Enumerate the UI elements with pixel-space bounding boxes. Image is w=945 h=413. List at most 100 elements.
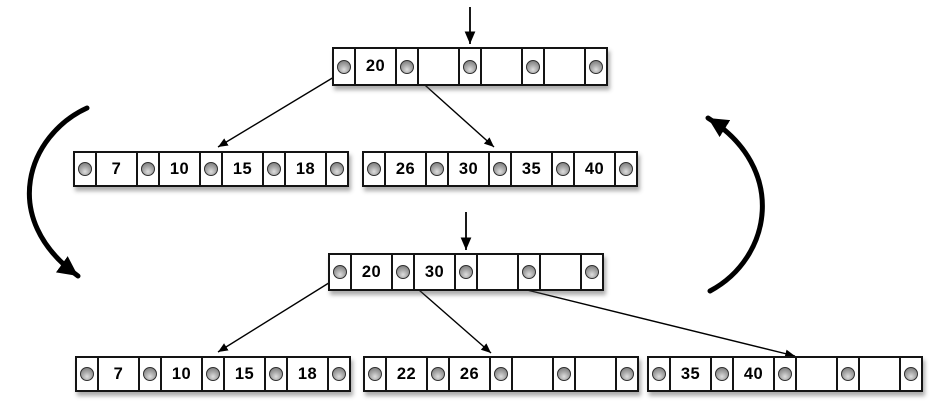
pointer-dot-icon xyxy=(367,162,381,176)
pointer-dot-icon xyxy=(904,367,918,381)
key-slot: 20 xyxy=(356,49,397,84)
pointer-dot-icon xyxy=(80,367,94,381)
key-slot xyxy=(545,49,586,84)
pointer-arrow-before-left xyxy=(217,70,345,148)
pointer-dot-icon xyxy=(430,162,444,176)
btree-node-before-leaf-left: 7 10 15 18 xyxy=(73,151,349,187)
key-slot: 40 xyxy=(734,358,775,390)
key-slot: 26 xyxy=(450,358,491,390)
pointer-dot-icon xyxy=(589,59,603,74)
pointer-slot xyxy=(203,358,225,390)
pointer-dot-icon xyxy=(585,265,599,279)
key-slot: 15 xyxy=(223,153,264,185)
key-slot: 18 xyxy=(288,358,329,390)
pointer-dot-icon xyxy=(396,265,410,279)
key-slot: 15 xyxy=(225,358,266,390)
pointer-slot xyxy=(266,358,288,390)
pointer-slot xyxy=(460,49,482,84)
key-slot xyxy=(797,358,838,390)
pointer-dot-icon xyxy=(368,367,382,381)
pointer-slot xyxy=(586,49,606,84)
pointer-slot xyxy=(427,153,449,185)
key-slot: 10 xyxy=(162,358,203,390)
pointer-dot-icon xyxy=(557,367,571,381)
btree-node-before-root: 20 xyxy=(332,47,608,86)
pointer-slot xyxy=(582,255,602,289)
pointer-dot-icon xyxy=(522,265,536,279)
key-slot xyxy=(478,255,519,289)
pointer-dot-icon xyxy=(619,162,633,176)
pointer-dot-icon xyxy=(267,162,281,176)
pointer-slot xyxy=(77,358,99,390)
btree-node-after-leaf-right: 35 40 xyxy=(647,356,923,392)
pointer-slot xyxy=(519,255,541,289)
pointer-slot xyxy=(264,153,286,185)
pointer-arrow-after-left xyxy=(217,275,341,353)
pointer-dot-icon xyxy=(494,367,508,381)
pointer-dot-icon xyxy=(141,162,155,176)
pointer-dot-icon xyxy=(463,59,477,74)
pointer-slot xyxy=(775,358,797,390)
pointer-slot xyxy=(138,153,160,185)
pointer-dot-icon xyxy=(841,367,855,381)
pointer-dot-icon xyxy=(431,367,445,381)
pointer-slot xyxy=(616,153,636,185)
pointer-dot-icon xyxy=(206,367,220,381)
key-slot: 22 xyxy=(387,358,428,390)
pointer-dot-icon xyxy=(337,59,351,74)
pointer-dot-icon xyxy=(332,367,346,381)
pointer-dot-icon xyxy=(526,59,540,74)
pointer-slot xyxy=(140,358,162,390)
pointer-dot-icon xyxy=(652,367,666,381)
pointer-dot-icon xyxy=(269,367,283,381)
pointer-slot xyxy=(327,153,347,185)
key-slot: 18 xyxy=(286,153,327,185)
key-slot xyxy=(860,358,901,390)
cycle-arrow-right xyxy=(705,115,765,294)
key-slot: 30 xyxy=(415,255,456,289)
pointer-slot xyxy=(617,358,637,390)
pointer-slot xyxy=(330,255,352,289)
key-slot xyxy=(513,358,554,390)
pointer-dot-icon xyxy=(715,367,729,381)
pointer-slot xyxy=(393,255,415,289)
pointer-slot xyxy=(334,49,356,84)
key-slot: 30 xyxy=(449,153,490,185)
key-slot: 7 xyxy=(99,358,140,390)
key-slot xyxy=(419,49,460,84)
pointer-slot xyxy=(490,153,512,185)
pointer-slot xyxy=(365,358,387,390)
pointer-slot xyxy=(901,358,921,390)
pointer-slot xyxy=(428,358,450,390)
pointer-dot-icon xyxy=(400,59,414,74)
pointer-dot-icon xyxy=(143,367,157,381)
key-slot xyxy=(576,358,617,390)
pointer-dot-icon xyxy=(459,265,473,279)
pointer-dot-icon xyxy=(204,162,218,176)
pointer-slot xyxy=(397,49,419,84)
pointer-slot xyxy=(523,49,545,84)
pointer-slot xyxy=(201,153,223,185)
pointer-dot-icon xyxy=(330,162,344,176)
pointer-slot xyxy=(838,358,860,390)
pointer-slot xyxy=(456,255,478,289)
key-slot: 35 xyxy=(671,358,712,390)
pointer-dot-icon xyxy=(78,162,92,176)
key-slot: 35 xyxy=(512,153,553,185)
pointer-slot xyxy=(491,358,513,390)
pointer-slot xyxy=(553,153,575,185)
key-slot: 7 xyxy=(97,153,138,185)
pointer-dot-icon xyxy=(620,367,634,381)
key-slot xyxy=(541,255,582,289)
btree-node-after-leaf-middle: 22 26 xyxy=(363,356,639,392)
key-slot: 10 xyxy=(160,153,201,185)
key-slot: 20 xyxy=(352,255,393,289)
pointer-dot-icon xyxy=(493,162,507,176)
cycle-arrow-left xyxy=(26,105,90,279)
pointer-slot xyxy=(329,358,349,390)
key-slot: 40 xyxy=(575,153,616,185)
pointer-dot-icon xyxy=(556,162,570,176)
